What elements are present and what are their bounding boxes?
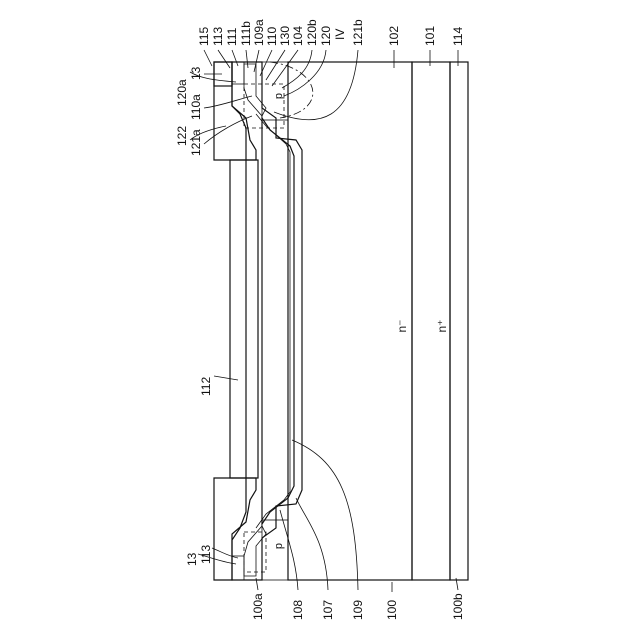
label-109: 109 <box>351 600 365 620</box>
label-109a: 109a <box>252 19 266 46</box>
label-115: 115 <box>197 27 211 46</box>
top-leader-lines <box>204 50 458 120</box>
label-107: 107 <box>321 600 335 620</box>
label-13-top: 13 <box>189 66 203 80</box>
label-108: 108 <box>291 600 305 620</box>
detail-circle-iv <box>270 62 313 118</box>
label-120b: 120b <box>305 19 319 46</box>
drift-layer-102 <box>288 62 412 580</box>
label-113-bottom: 113 <box>199 545 213 564</box>
label-iv: IV <box>333 29 347 40</box>
label-112: 112 <box>199 377 213 396</box>
label-101: 101 <box>423 26 437 46</box>
source-electrode-112 <box>230 160 258 478</box>
label-100a: 100a <box>251 593 265 620</box>
label-122: 122 <box>175 126 189 146</box>
contact-113-bottom <box>232 556 244 580</box>
label-p-bottom: p <box>273 543 285 549</box>
label-13-bottom: 13 <box>185 552 199 566</box>
label-110: 110 <box>265 27 279 46</box>
label-121a: 121a <box>189 129 203 156</box>
interlayer-122-top <box>214 62 256 160</box>
label-104: 104 <box>291 26 305 46</box>
gate-insulator-110 <box>232 62 302 580</box>
label-114: 114 <box>451 27 465 46</box>
source-region-109-bottom <box>244 526 266 576</box>
drain-electrode-114 <box>450 62 468 580</box>
label-n-plus: n⁺ <box>435 319 449 332</box>
label-100: 100 <box>385 600 399 620</box>
top-labels: 115 113 111 111b 109a 110 130 104 120b 1… <box>197 19 465 46</box>
bottom-leader-lines <box>256 440 458 592</box>
label-111: 111 <box>225 27 239 46</box>
interlayer-122-bottom <box>214 478 256 580</box>
label-120a: 120a <box>175 79 189 106</box>
label-121b: 121b <box>351 19 365 46</box>
label-120: 120 <box>319 26 333 46</box>
label-130: 130 <box>278 26 292 46</box>
trench-liner-104 <box>256 114 290 528</box>
bottom-labels: 100a 108 107 109 100 100b <box>251 593 465 620</box>
label-102: 102 <box>387 26 401 46</box>
label-n-minus: n⁻ <box>395 319 409 332</box>
label-111b: 111b <box>239 21 253 46</box>
label-110a: 110a <box>189 94 203 120</box>
gate-electrode-108 <box>262 118 294 524</box>
label-113-top: 113 <box>211 27 225 46</box>
label-100b: 100b <box>451 593 465 620</box>
lower-left-labels: 13 113 <box>185 545 238 566</box>
label-p-top: p <box>273 93 285 99</box>
